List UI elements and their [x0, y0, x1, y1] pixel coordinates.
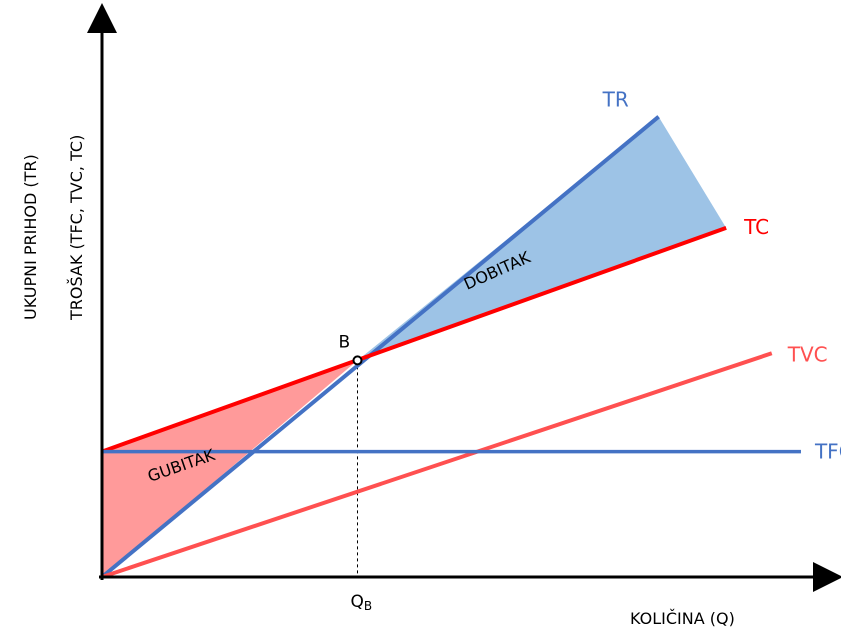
y-axis-label-cost: TROŠAK (TFC, TVC, TC) — [67, 135, 86, 321]
series-line-tc — [101, 225, 727, 454]
area-layer — [102, 116, 727, 577]
axis-layer — [87, 3, 841, 592]
series-label-tfc: TFC — [814, 440, 841, 464]
series-label-tvc: TVC — [787, 342, 828, 366]
y-axis-label-revenue: UKUPNI PRIHOD (TR) — [21, 154, 40, 320]
break-even-label: B — [339, 332, 351, 352]
area-dobitak — [357, 116, 727, 361]
x-tick-qb-sub: B — [364, 599, 372, 613]
series-label-tc: TC — [743, 215, 769, 239]
break-even-point — [352, 355, 363, 366]
series-label-tr: TR — [602, 88, 629, 112]
x-tick-qb-main: Q — [351, 592, 364, 612]
series-layer — [100, 115, 801, 579]
x-axis-label: KOLIČINA (Q) — [630, 609, 735, 628]
series-line-tvc — [101, 351, 773, 579]
x-tick-qb: QB — [351, 592, 373, 613]
series-line-tr — [100, 115, 660, 579]
